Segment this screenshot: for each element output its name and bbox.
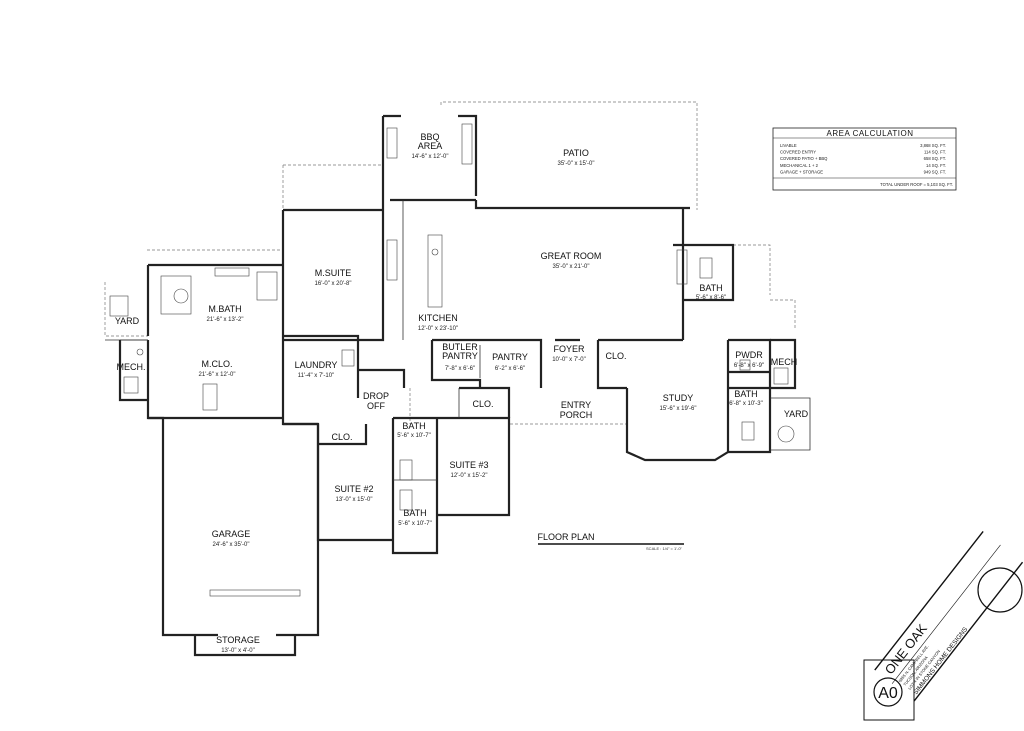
area-row-value: 114 SQ. FT. [924, 150, 946, 155]
room-garage-name: GARAGE [212, 529, 251, 539]
room-bath-low-dim: 5'-6" x 10'-7" [398, 521, 432, 527]
room-laundry-dim: 11'-4" x 7'-10" [298, 373, 334, 379]
area-row-label: GARAGE + STORAGE [780, 169, 823, 174]
room-mbath-dim: 21'-6" x 13'-2" [207, 317, 244, 323]
area-row-label: COVERED PATIO + BBQ [780, 156, 828, 161]
room-bath-right-dim: 6'-8" x 10'-3" [729, 401, 763, 407]
room-pantry-name: PANTRY [492, 352, 528, 362]
room-kitchen-name: KITCHEN [418, 313, 458, 323]
room-bbq-dim: 14'-6" x 12'-0" [412, 154, 449, 160]
room-bath-top-dim: 5'-6" x 8'-6" [696, 295, 726, 301]
room-study-name: STUDY [663, 393, 694, 403]
room-patio-name: PATIO [563, 148, 589, 158]
room-suite2-dim: 13'-0" x 15'-0" [336, 497, 373, 503]
room-pantry-dim: 6'-2" x 6'-6" [495, 366, 525, 372]
area-row-value: 3,868 SQ. FT. [920, 143, 946, 148]
room-pwdr-dim: 6'-8" x 6'-9" [734, 363, 764, 369]
room-storage-name: STORAGE [216, 635, 260, 645]
area-row-value: 949 SQ. FT. [924, 169, 946, 174]
room-mclo-dim: 21'-6" x 12'-0" [199, 372, 236, 378]
room-clo-hall-name: CLO. [472, 399, 493, 409]
area-row-label: MECHANICAL 1 + 2 [780, 163, 819, 168]
plan-scale: SCALE : 1/4" = 1'-0" [646, 546, 683, 551]
room-foyer-dim: 10'-0" x 7'-0" [552, 357, 586, 363]
room-study-dim: 15'-6" x 19'-6" [660, 406, 697, 412]
room-mbath-name: M.BATH [208, 304, 241, 314]
room-mech-right-name: MECH [771, 357, 798, 367]
room-great-room-dim: 35'-0" x 21'-0" [553, 264, 590, 270]
room-bath-top-name: BATH [699, 283, 722, 293]
area-calc-title: AREA CALCULATION [827, 129, 914, 138]
room-yard-right-name: YARD [784, 409, 809, 419]
exterior-walls [105, 114, 811, 657]
plan-title: FLOOR PLAN [537, 532, 594, 542]
room-bath-right-name: BATH [734, 389, 757, 399]
room-suite2-name: SUITE #2 [334, 484, 373, 494]
room-suite3-name: SUITE #3 [449, 460, 488, 470]
area-row-label: COVERED ENTRY [780, 150, 816, 155]
area-row-value: 14 SQ. FT. [926, 163, 946, 168]
room-clo-foyer-name: CLO. [605, 351, 626, 361]
room-kitchen-dim: 12'-0" x 23'-10" [418, 326, 458, 332]
room-patio-dim: 35'-0" x 15'-0" [558, 161, 595, 167]
room-pwdr-name: PWDR [735, 350, 763, 360]
fixtures [109, 123, 795, 597]
sheet-number: A0 [878, 685, 898, 702]
room-foyer-name: FOYER [553, 344, 585, 354]
room-msuite-dim: 16'-0" x 20'-8" [315, 281, 352, 287]
room-clo-suite2-name: CLO. [331, 432, 352, 442]
room-suite3-dim: 12'-0" x 15'-2" [451, 473, 488, 479]
plan-title-block: FLOOR PLAN SCALE : 1/4" = 1'-0" [537, 532, 684, 551]
room-yard-left-name: YARD [115, 316, 140, 326]
room-butler-dim: 7'-8" x 6'-6" [445, 366, 475, 372]
room-garage-dim: 24'-6" x 35'-0" [213, 542, 250, 548]
room-bath-low-name: BATH [403, 508, 426, 518]
area-calc-total: TOTAL UNDER ROOF = 5,103 SQ. FT. [880, 182, 953, 187]
title-block: A0 ONE OAK 6855 N. CAMPBELL AVE. TUCSON,… [863, 530, 1024, 721]
room-great-room-name: GREAT ROOM [541, 251, 602, 261]
room-bath-mid-dim: 5'-6" x 10'-7" [397, 433, 431, 439]
area-calculation-table: AREA CALCULATION LIVABLE 3,868 SQ. FT. COV… [772, 127, 957, 191]
room-mclo-name: M.CLO. [201, 359, 232, 369]
room-storage-dim: 13'-0" x 4'-0" [221, 648, 255, 654]
room-bath-mid-name: BATH [402, 421, 425, 431]
area-row-label: LIVABLE [780, 143, 797, 148]
room-msuite-name: M.SUITE [315, 268, 352, 278]
room-mech-left-name: MECH. [117, 362, 146, 372]
area-row-value: 658 SQ. FT. [924, 156, 946, 161]
room-laundry-name: LAUNDRY [295, 360, 338, 370]
covered-outlines [104, 101, 796, 425]
